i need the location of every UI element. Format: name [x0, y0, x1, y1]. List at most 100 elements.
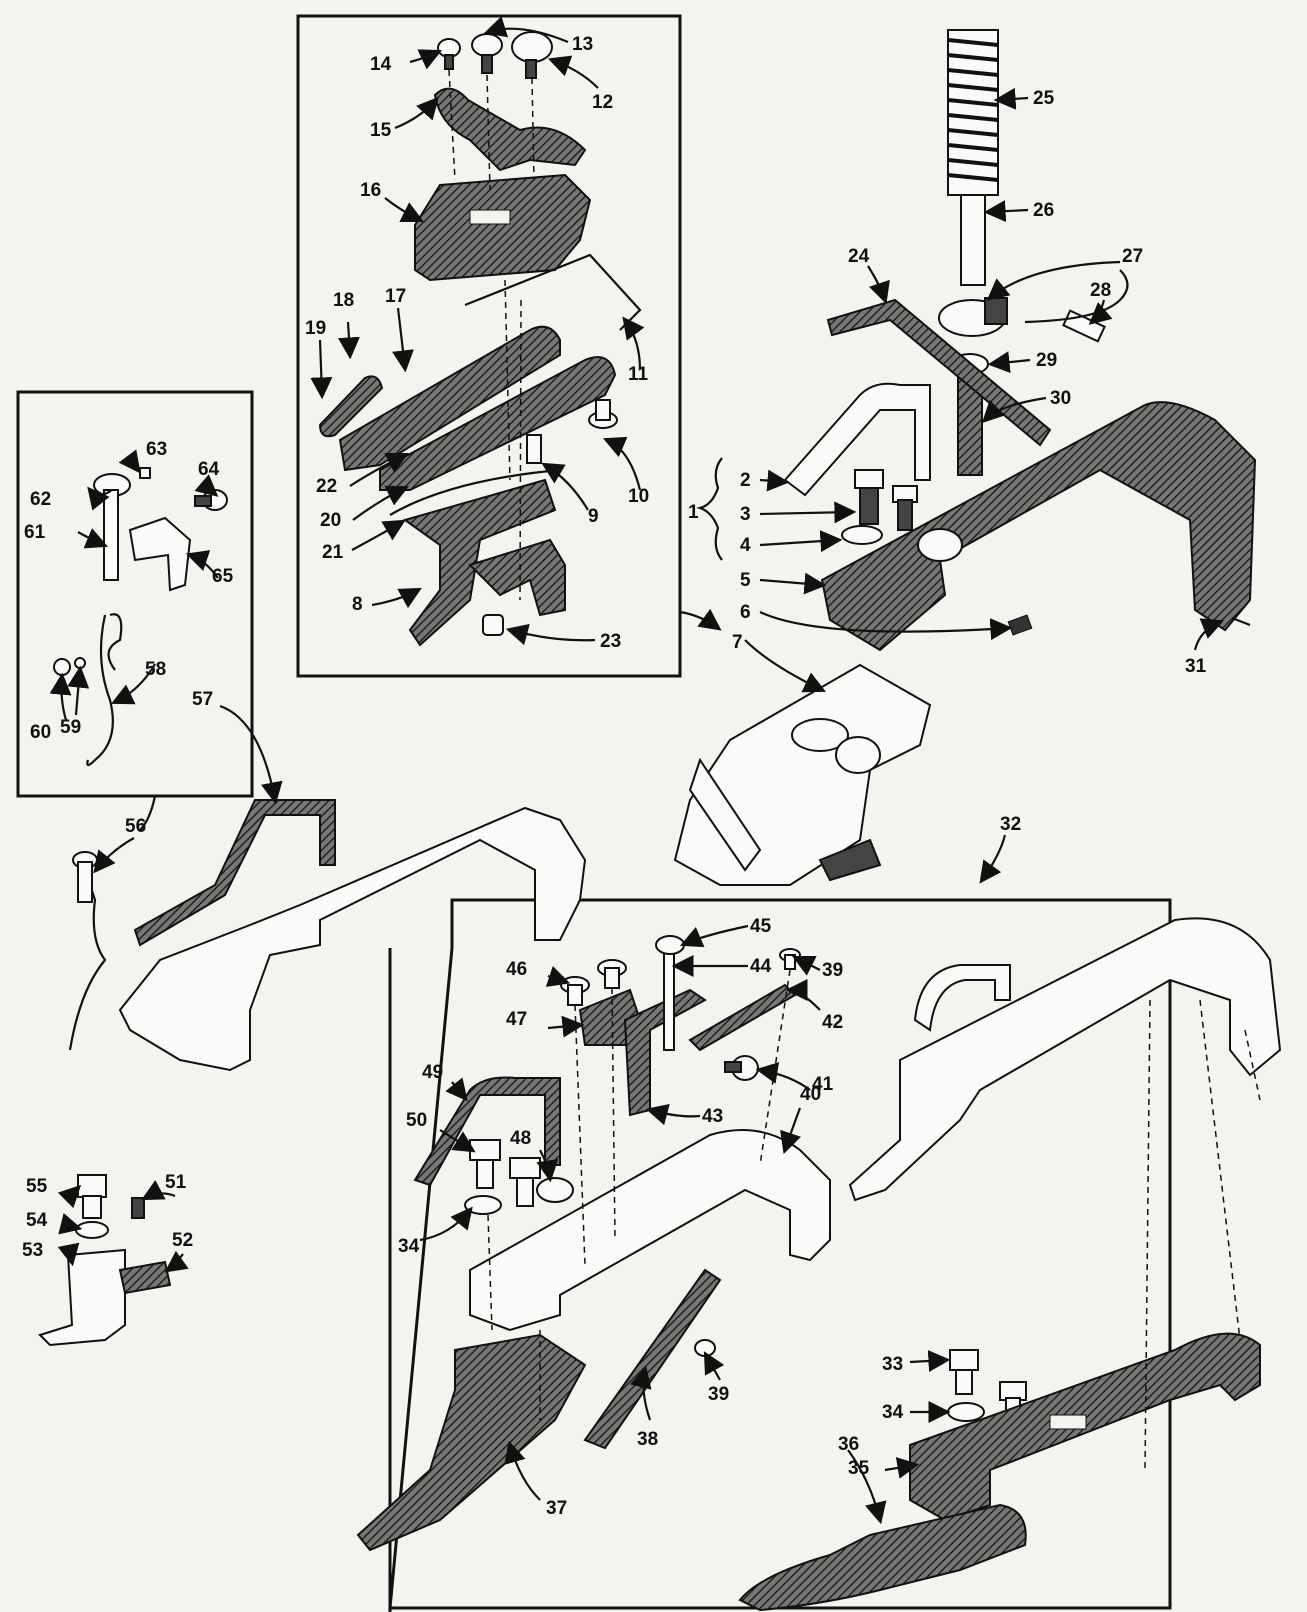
- spring-plate-15: [433, 87, 587, 172]
- label-49: 49: [422, 1062, 443, 1083]
- label-25: 25: [1033, 88, 1055, 109]
- label-39-top: 39: [822, 960, 843, 981]
- label-12: 12: [592, 92, 613, 113]
- label-64: 64: [198, 459, 220, 480]
- label-42: 42: [822, 1012, 843, 1033]
- label-10: 10: [628, 486, 649, 507]
- collar-62: [93, 473, 131, 581]
- wire-spring-58: [86, 614, 114, 767]
- left-inset-frame: [16, 390, 254, 798]
- screw-64: [194, 489, 228, 511]
- spring-25: [947, 29, 999, 196]
- lifter-49: [413, 1076, 561, 1187]
- label-18: 18: [333, 290, 354, 311]
- label-21: 21: [322, 542, 344, 563]
- label-28: 28: [1090, 280, 1111, 301]
- label-4: 4: [740, 535, 751, 556]
- feed-lever-17: [338, 325, 561, 472]
- bolt-55: [77, 1174, 107, 1219]
- screw-46: [560, 976, 590, 1006]
- screw-39-bottom: [694, 1339, 716, 1357]
- stud-9: [526, 434, 542, 464]
- clamp-27: [938, 297, 1008, 337]
- label-44: 44: [750, 956, 772, 977]
- screw-10: [588, 399, 618, 429]
- label-34-right: 34: [882, 1402, 904, 1423]
- label-56: 56: [125, 816, 146, 837]
- label-47: 47: [506, 1009, 527, 1030]
- label-61: 61: [24, 522, 46, 543]
- label-36: 36: [838, 1434, 859, 1455]
- plate-slot: [469, 209, 511, 225]
- nut-23: [482, 614, 504, 636]
- presser-assembly-56: [118, 806, 587, 1072]
- label-7: 7: [732, 632, 743, 653]
- spring-21: [389, 468, 561, 516]
- label-58: 58: [145, 659, 166, 680]
- throat-plate-16: [414, 173, 592, 282]
- presser-bar-frame-5: [820, 401, 1257, 652]
- label-62: 62: [30, 489, 51, 510]
- bolt-3: [854, 469, 918, 531]
- frame-boss: [917, 528, 963, 562]
- nut-48: [536, 1177, 574, 1203]
- presser-bar-26: [960, 194, 986, 286]
- label-20: 20: [320, 510, 341, 531]
- label-57: 57: [192, 689, 213, 710]
- lever-24: [826, 298, 1052, 447]
- label-45: 45: [750, 916, 772, 937]
- label-33: 33: [882, 1354, 903, 1375]
- label-31: 31: [1185, 656, 1207, 677]
- lifter-2: [783, 382, 931, 497]
- label-17: 17: [385, 286, 406, 307]
- label-48: 48: [510, 1128, 531, 1149]
- label-6: 6: [740, 602, 751, 623]
- screw-63: [139, 467, 151, 479]
- washer-34b: [947, 1402, 985, 1422]
- label-38: 38: [637, 1429, 658, 1450]
- lower-right-frame: [388, 898, 1172, 1612]
- label-11: 11: [628, 364, 649, 385]
- label-2: 2: [740, 470, 751, 491]
- label-15: 15: [370, 120, 392, 141]
- label-43: 43: [702, 1106, 723, 1127]
- label-41: 41: [812, 1074, 834, 1095]
- part-labels: 14 13 12 15 16 17 18 19 11 10 9 22 20 21…: [22, 34, 1207, 1519]
- thread-wire-56: [68, 859, 107, 1051]
- screw-60: [53, 658, 71, 676]
- screw-14: [437, 38, 461, 70]
- label-13: 13: [572, 34, 593, 55]
- thumb-screw-12: [511, 31, 553, 79]
- foot-53: [38, 1248, 126, 1347]
- label-32: 32: [1000, 814, 1021, 835]
- label-27: 27: [1122, 246, 1143, 267]
- spring-38: [583, 1268, 722, 1450]
- label-19: 19: [305, 318, 326, 339]
- washer-54: [75, 1221, 109, 1239]
- foot-assembly-7: [673, 663, 932, 886]
- foot-bottom: [468, 538, 566, 617]
- label-65: 65: [212, 566, 234, 587]
- label-59: 59: [60, 717, 81, 738]
- foot-8: [402, 478, 557, 647]
- screw-44: [663, 949, 675, 1051]
- plate-slot-35: [1049, 1414, 1087, 1430]
- set-screw-51: [131, 1197, 145, 1219]
- washer-59: [74, 657, 86, 669]
- label-23: 23: [600, 631, 621, 652]
- label-5: 5: [740, 570, 751, 591]
- bolt-48: [469, 1139, 541, 1207]
- foot-36: [738, 1503, 1027, 1612]
- label-34: 34: [398, 1236, 420, 1257]
- leader-lines: [49, 16, 1225, 1525]
- nut-45: [655, 935, 685, 955]
- label-16: 16: [360, 180, 381, 201]
- label-55: 55: [26, 1176, 48, 1197]
- label-39-bottom: 39: [708, 1384, 729, 1405]
- thread-guide-65: [128, 516, 192, 592]
- label-24: 24: [848, 246, 870, 267]
- lifter-32: [913, 964, 1011, 1032]
- thumb-screw-41: [724, 1055, 759, 1081]
- label-9: 9: [588, 506, 599, 527]
